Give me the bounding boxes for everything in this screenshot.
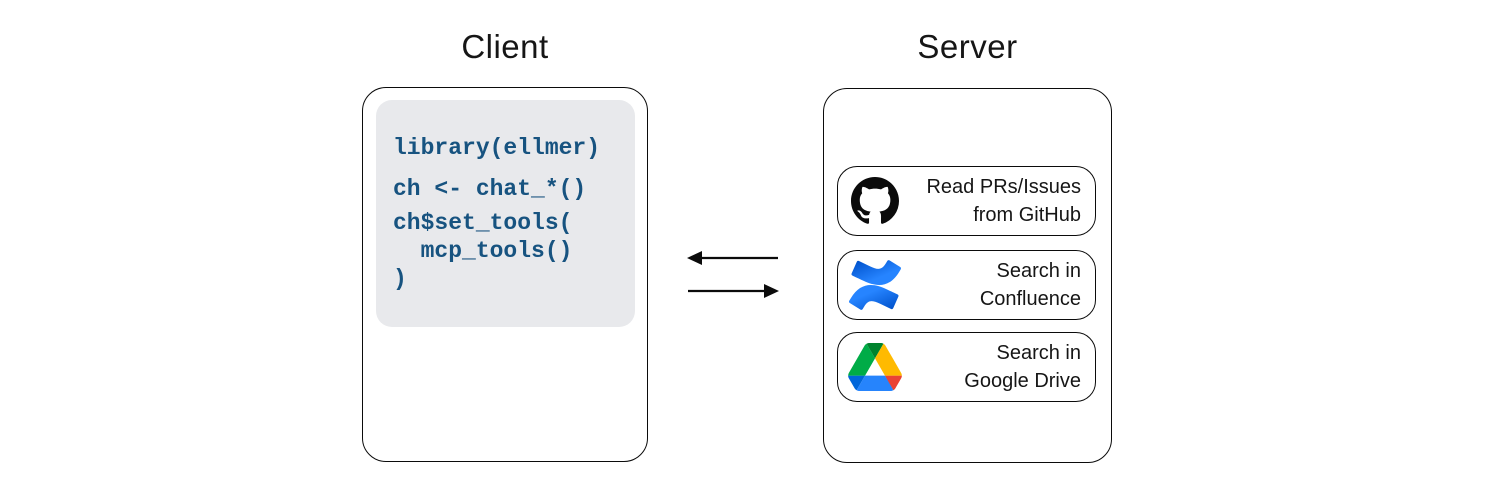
client-box: library(ellmer) ch <- chat_*() ch$set_to… (362, 87, 648, 462)
tool-label: Read PRs/Issues from GitHub (903, 173, 1095, 229)
tool-label-line: Read PRs/Issues (926, 176, 1081, 198)
code-line: library(ellmer) (393, 135, 601, 161)
tool-label-line: from GitHub (973, 204, 1081, 226)
code-block: library(ellmer) ch <- chat_*() ch$set_to… (376, 100, 635, 327)
tool-label-line: Search in (996, 342, 1082, 364)
code-line: ) (393, 266, 407, 292)
tool-item-github: Read PRs/Issues from GitHub (837, 166, 1096, 236)
tool-label-line: Search in (996, 260, 1082, 282)
tool-label: Search in Confluence (903, 257, 1095, 313)
server-box: Third-party tools, like: Read PRs/Issues… (823, 88, 1112, 463)
code-line: mcp_tools() (393, 238, 573, 264)
arrow-left-icon (687, 251, 778, 265)
confluence-icon (847, 257, 903, 313)
tool-label: Search in Google Drive (903, 339, 1095, 395)
tool-label-line: Google Drive (964, 370, 1081, 392)
client-title: Client (461, 28, 549, 65)
code-line: ch <- chat_*() (393, 176, 587, 202)
server-title: Server (917, 28, 1018, 65)
arrow-right-icon (688, 284, 779, 298)
tool-item-confluence: Search in Confluence (837, 250, 1096, 320)
code-line: ch$set_tools( (393, 210, 573, 236)
tool-item-google-drive: Search in Google Drive (837, 332, 1096, 402)
tool-label-line: Confluence (979, 288, 1081, 310)
google-drive-icon (847, 339, 903, 395)
github-icon (847, 173, 903, 229)
client-server-arrows (687, 251, 779, 298)
